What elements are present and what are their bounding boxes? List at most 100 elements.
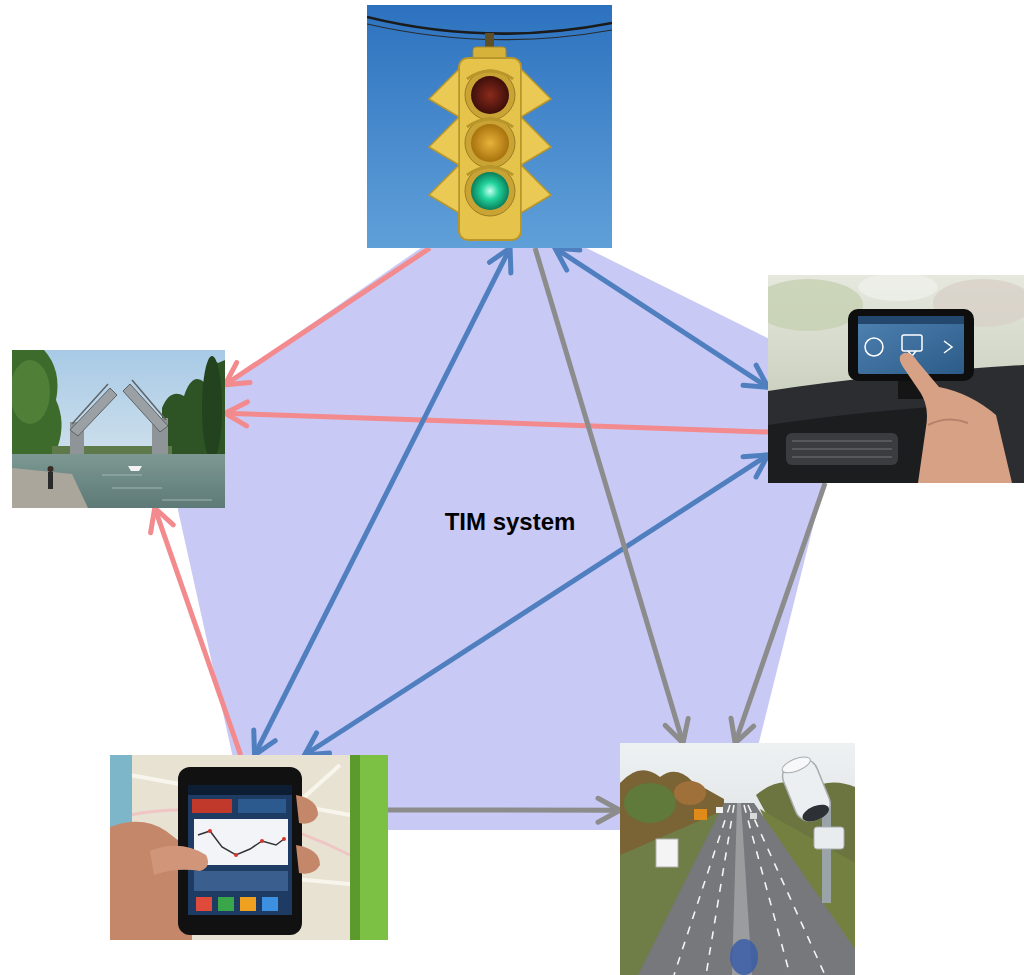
traffic-light-photo bbox=[367, 5, 612, 248]
chart-dots-part bbox=[260, 839, 264, 843]
person bbox=[48, 472, 53, 489]
app-icons-part bbox=[262, 897, 278, 911]
camera bbox=[777, 753, 835, 827]
visors-part bbox=[521, 165, 551, 213]
finger bbox=[296, 845, 320, 874]
finger bbox=[296, 795, 318, 824]
chart-dots-part bbox=[234, 853, 238, 857]
smartphone-photo bbox=[110, 755, 388, 940]
car bbox=[716, 807, 723, 813]
lamp-rims-part bbox=[465, 118, 515, 168]
screen bbox=[188, 785, 292, 915]
camera-box bbox=[814, 827, 844, 849]
highway-camera-picture bbox=[620, 743, 855, 975]
drawbridge-picture bbox=[12, 350, 225, 508]
lane-marks-part bbox=[748, 805, 825, 975]
hood bbox=[467, 71, 513, 79]
camera-part bbox=[780, 754, 812, 776]
towpath bbox=[12, 468, 88, 508]
chart-dots-part bbox=[208, 829, 212, 833]
blue-car bbox=[730, 939, 758, 975]
drawbridge-photo bbox=[12, 350, 225, 508]
dashboard-phone-picture bbox=[768, 275, 1024, 483]
highway-camera-photo bbox=[620, 743, 855, 975]
water bbox=[12, 454, 225, 508]
lamp-rims-part bbox=[465, 70, 515, 120]
truck bbox=[656, 839, 678, 867]
chart-dots bbox=[208, 829, 286, 857]
region-fill bbox=[160, 200, 850, 830]
visors-part bbox=[429, 69, 459, 117]
housing bbox=[459, 58, 521, 240]
lane-marks-part bbox=[706, 805, 734, 975]
icon bbox=[902, 335, 922, 351]
knuckle bbox=[928, 419, 968, 425]
vent-slats bbox=[792, 441, 892, 457]
person bbox=[48, 466, 54, 472]
screen-badge bbox=[192, 799, 232, 813]
thumb bbox=[150, 846, 208, 875]
trees bbox=[624, 783, 676, 823]
app-icons-part bbox=[240, 897, 256, 911]
chart-line bbox=[198, 831, 284, 855]
map-roads-part bbox=[150, 765, 340, 935]
green-strip bbox=[360, 755, 388, 940]
hood bbox=[467, 119, 513, 127]
lane-marks-part bbox=[674, 805, 730, 975]
flow-arrow bbox=[388, 807, 620, 812]
icon bbox=[865, 338, 883, 356]
green-lamp bbox=[471, 172, 509, 210]
boat bbox=[128, 466, 142, 471]
amber-lamp bbox=[471, 124, 509, 162]
vent bbox=[786, 433, 898, 465]
red-lamp bbox=[471, 76, 509, 114]
cypress bbox=[202, 356, 222, 460]
ripples bbox=[102, 475, 212, 500]
chart bbox=[194, 819, 288, 865]
camera-pole bbox=[822, 803, 831, 903]
vent-slats-part bbox=[792, 448, 892, 450]
trees bbox=[12, 360, 50, 424]
vent-slats-part bbox=[792, 440, 892, 442]
bridge-leaf bbox=[123, 384, 168, 432]
camera-part bbox=[800, 801, 831, 824]
icon bbox=[944, 341, 952, 353]
screen-badge bbox=[238, 799, 286, 813]
visors bbox=[429, 69, 551, 213]
road bbox=[638, 803, 855, 975]
bridge-leaf bbox=[70, 388, 117, 436]
ripples-part bbox=[102, 474, 142, 475]
visors-part bbox=[521, 117, 551, 165]
app-icons bbox=[196, 897, 278, 911]
hood bbox=[467, 167, 513, 175]
sky bbox=[620, 743, 855, 975]
visors-part bbox=[521, 69, 551, 117]
railing bbox=[72, 384, 108, 424]
lamp-rims bbox=[465, 70, 515, 216]
visors-part bbox=[429, 165, 459, 213]
traffic-light-picture bbox=[367, 5, 612, 248]
trees bbox=[674, 781, 706, 805]
dashboard-phone-photo bbox=[768, 275, 1024, 483]
van bbox=[694, 809, 707, 820]
app-icons-part bbox=[196, 897, 212, 911]
smartphone-picture bbox=[110, 755, 388, 940]
lane-marks bbox=[674, 805, 825, 975]
railing bbox=[132, 380, 166, 420]
app-icons-part bbox=[218, 897, 234, 911]
vent-slats-part bbox=[792, 456, 892, 458]
car bbox=[750, 813, 757, 819]
hand bbox=[900, 353, 1012, 483]
status-bar bbox=[858, 316, 964, 324]
status-bar bbox=[188, 785, 292, 795]
visors-part bbox=[429, 117, 459, 165]
ripples-part bbox=[162, 499, 212, 500]
system-label: TIM system bbox=[445, 508, 576, 537]
chart-dots-part bbox=[282, 837, 286, 841]
ripples-part bbox=[112, 487, 162, 488]
sky bbox=[367, 5, 612, 248]
lamp-rims-part bbox=[465, 166, 515, 216]
blur-patch bbox=[858, 275, 938, 301]
map bbox=[110, 755, 388, 940]
